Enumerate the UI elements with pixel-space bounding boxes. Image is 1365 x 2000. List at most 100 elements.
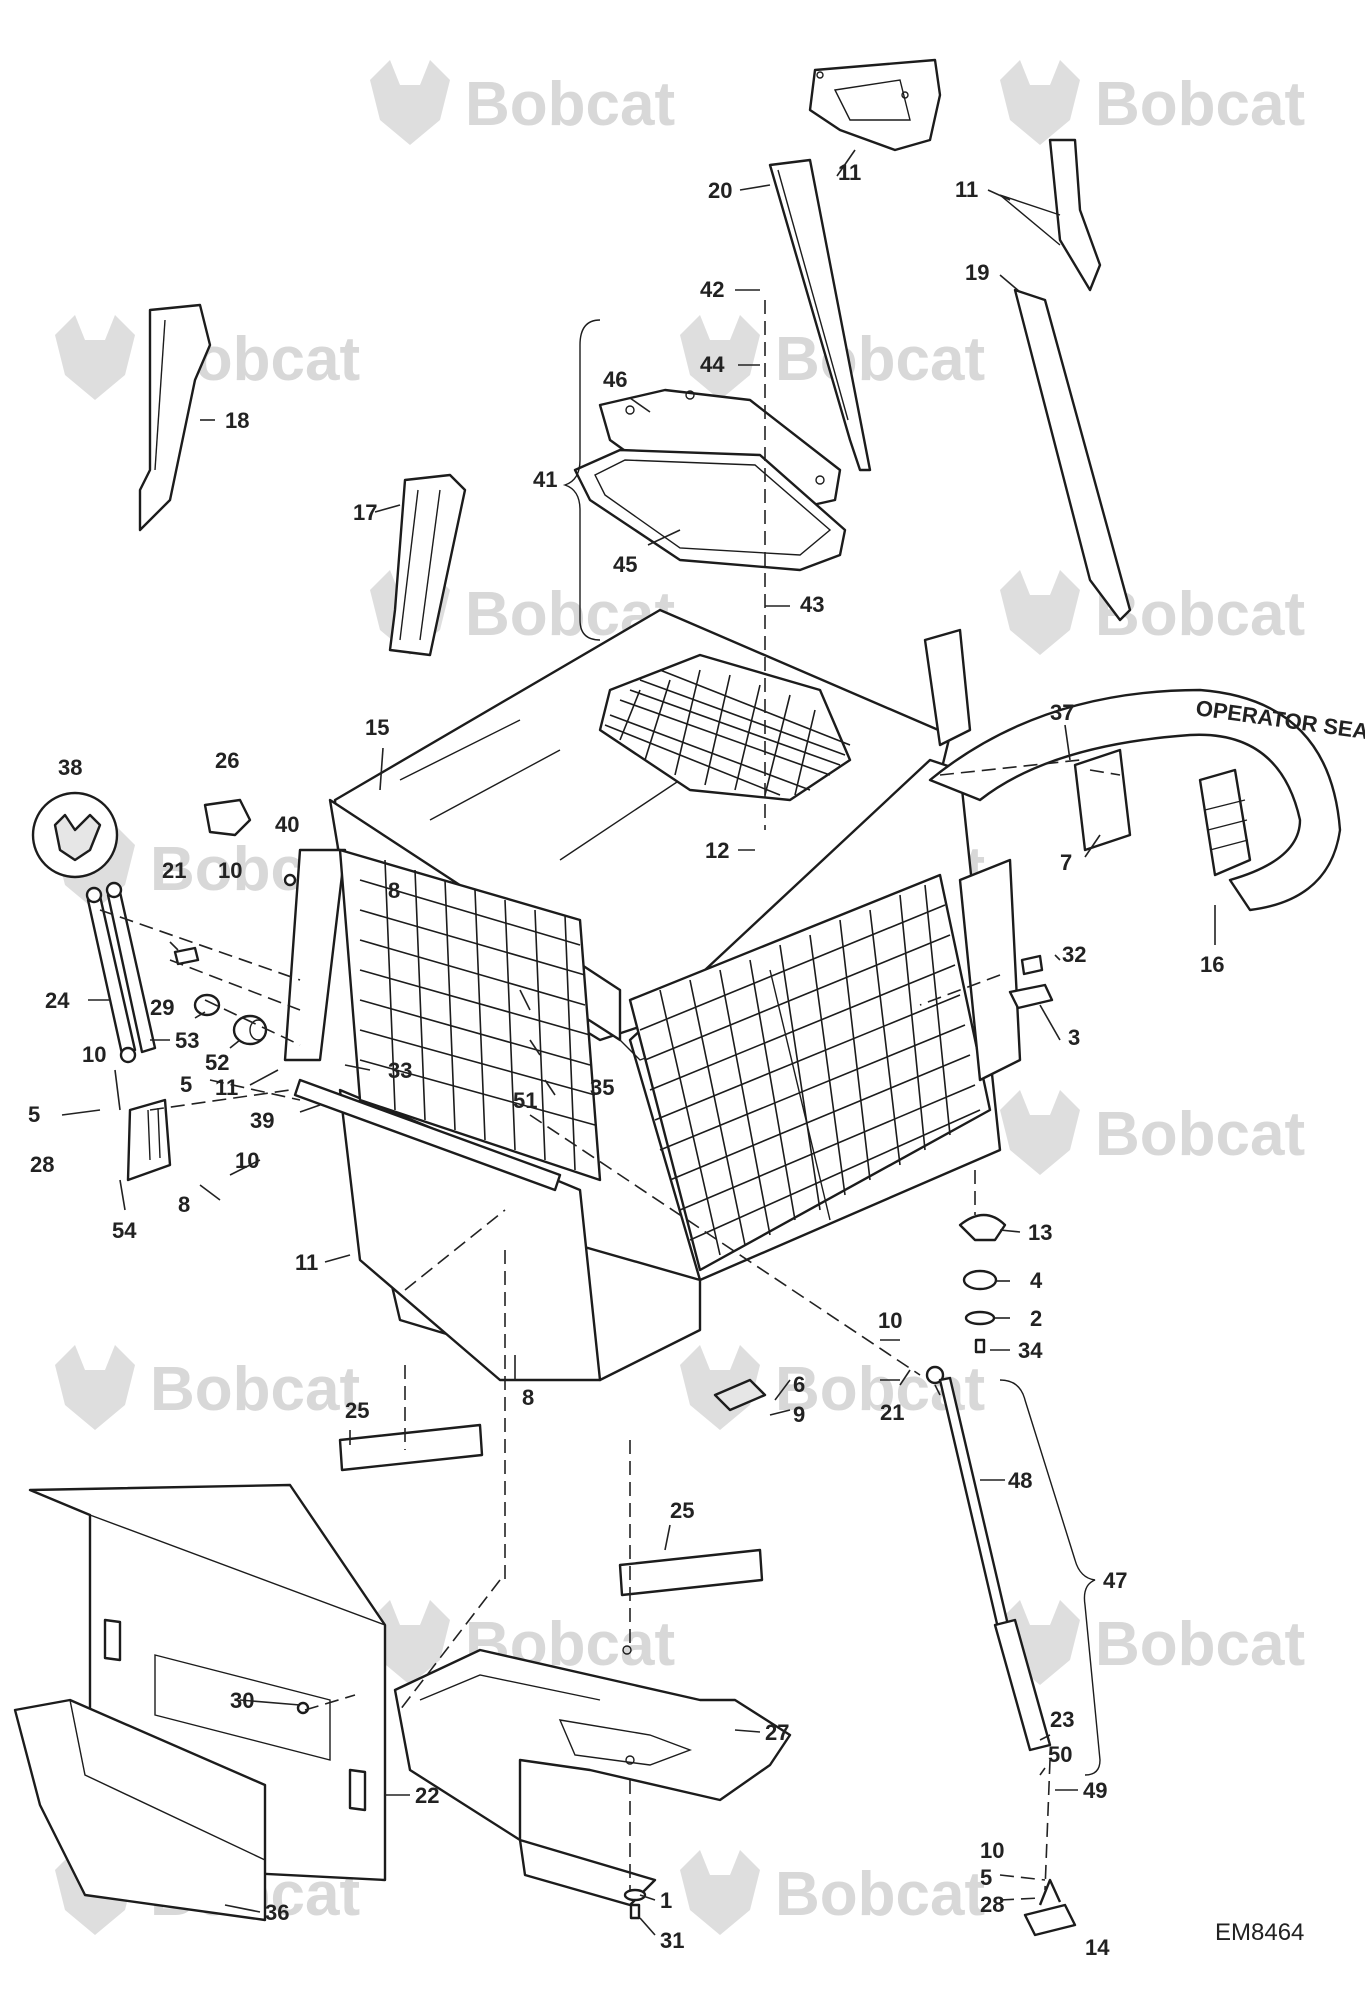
callout-21: 21 bbox=[162, 858, 186, 883]
callout-17: 17 bbox=[353, 500, 377, 525]
callout-47: 47 bbox=[1103, 1568, 1127, 1593]
callout-8: 8 bbox=[388, 878, 400, 903]
callout-11: 11 bbox=[838, 160, 861, 185]
watermark-logo-icon bbox=[680, 1850, 760, 1935]
callout-23: 23 bbox=[1050, 1707, 1074, 1732]
watermark-logo-icon bbox=[55, 1345, 135, 1430]
callout-48: 48 bbox=[1008, 1468, 1032, 1493]
callout-43: 43 bbox=[800, 592, 824, 617]
callout-11: 11 bbox=[955, 177, 978, 202]
decal-6 bbox=[713, 1378, 767, 1412]
watermark-logo-icon bbox=[1000, 570, 1080, 655]
strut-group-bracket bbox=[999, 1379, 1101, 1776]
callout-5: 5 bbox=[28, 1102, 40, 1127]
watermark-text: Bobcat bbox=[1095, 580, 1305, 649]
callout-41: 41 bbox=[533, 467, 557, 492]
callout-10: 10 bbox=[235, 1148, 259, 1173]
hatch-group-bracket bbox=[562, 319, 601, 641]
mount-plate-3 bbox=[1008, 983, 1054, 1010]
callout-22: 22 bbox=[415, 1783, 439, 1808]
callout-51: 51 bbox=[513, 1088, 537, 1113]
watermark-text: Bobcat bbox=[1095, 70, 1305, 139]
gas-strut-53 bbox=[105, 881, 157, 1054]
emblem-38 bbox=[31, 791, 119, 879]
callout-38: 38 bbox=[58, 755, 82, 780]
watermark-logo-icon bbox=[680, 315, 760, 400]
mount-bracket-54 bbox=[126, 1098, 172, 1182]
isolator-stack bbox=[958, 1213, 1007, 1354]
callout-labels: 11 20 11 19 42 44 46 41 45 43 18 17 15 3… bbox=[28, 160, 1304, 1960]
callout-39: 39 bbox=[250, 1108, 274, 1133]
watermark-logo-icon bbox=[1000, 60, 1080, 145]
callout-52: 52 bbox=[205, 1050, 229, 1075]
callout-8: 8 bbox=[178, 1192, 190, 1217]
callout-46: 46 bbox=[603, 367, 627, 392]
callout-50: 50 bbox=[1048, 1742, 1072, 1767]
callout-36: 36 bbox=[265, 1900, 289, 1925]
callout-10: 10 bbox=[218, 858, 242, 883]
callout-44: 44 bbox=[700, 352, 725, 377]
trim-strip-19 bbox=[1013, 288, 1132, 622]
callout-12: 12 bbox=[705, 838, 729, 863]
roof-hatch-seal bbox=[573, 448, 847, 572]
watermark-text: Bobcat bbox=[1095, 1610, 1305, 1679]
leader-lines bbox=[61, 149, 1216, 1936]
trim-bracket-right-upper bbox=[999, 138, 1102, 292]
callout-20: 20 bbox=[708, 178, 732, 203]
watermark-logo-icon bbox=[55, 315, 135, 400]
seat-bar-assembly bbox=[923, 628, 1342, 912]
callout-13: 13 bbox=[1028, 1220, 1052, 1245]
fastener-31 bbox=[623, 1888, 647, 1920]
cab-front-bar bbox=[293, 1078, 562, 1192]
gas-strut-48 bbox=[925, 1365, 1052, 1752]
callout-35: 35 bbox=[590, 1075, 614, 1100]
callout-6: 6 bbox=[793, 1372, 805, 1397]
watermark-text: Bobcat bbox=[150, 1355, 360, 1424]
callout-21: 21 bbox=[880, 1400, 904, 1425]
callout-18: 18 bbox=[225, 408, 249, 433]
callout-1: 1 bbox=[660, 1888, 672, 1913]
watermark-logo-icon bbox=[680, 1345, 760, 1430]
callout-10: 10 bbox=[878, 1308, 902, 1333]
callout-11: 11 bbox=[295, 1250, 318, 1275]
callout-15: 15 bbox=[365, 715, 389, 740]
callout-53: 53 bbox=[175, 1028, 199, 1053]
callout-2: 2 bbox=[1030, 1306, 1042, 1331]
callout-32: 32 bbox=[1062, 942, 1086, 967]
decal-plate-7 bbox=[1073, 748, 1132, 852]
rivet-40 bbox=[283, 873, 297, 887]
callout-26: 26 bbox=[215, 748, 239, 773]
watermark-text: Bobcat bbox=[1095, 1100, 1305, 1169]
callout-11: 11 bbox=[215, 1075, 238, 1100]
foam-pad-25-left bbox=[338, 1423, 484, 1472]
bracket-26 bbox=[203, 798, 252, 837]
callout-49: 49 bbox=[1083, 1778, 1107, 1803]
trim-bracket-upper bbox=[808, 58, 942, 152]
callout-40: 40 bbox=[275, 812, 299, 837]
callout-25: 25 bbox=[670, 1498, 694, 1523]
callout-28: 28 bbox=[30, 1152, 54, 1177]
callout-37: 37 bbox=[1050, 700, 1074, 725]
watermark-text: Bobcat bbox=[775, 325, 985, 394]
callout-27: 27 bbox=[765, 1720, 789, 1745]
floor-plate-27 bbox=[393, 1645, 792, 1907]
watermark-text: Bobcat bbox=[465, 70, 675, 139]
callout-28: 28 bbox=[980, 1892, 1004, 1917]
callout-25: 25 bbox=[345, 1398, 369, 1423]
callout-8: 8 bbox=[522, 1385, 534, 1410]
callout-45: 45 bbox=[613, 552, 637, 577]
callout-42: 42 bbox=[700, 277, 724, 302]
callout-10: 10 bbox=[980, 1838, 1004, 1863]
door-handle bbox=[958, 858, 1022, 1082]
nut-32 bbox=[1020, 954, 1044, 976]
trim-panel-17 bbox=[388, 473, 467, 657]
callout-30: 30 bbox=[230, 1688, 254, 1713]
watermark-text: Bobcat bbox=[775, 1860, 985, 1929]
watermark-logo-icon bbox=[1000, 1090, 1080, 1175]
callout-4: 4 bbox=[1030, 1268, 1043, 1293]
front-window-mesh bbox=[338, 848, 602, 1182]
watermark-logo-icon bbox=[370, 1600, 450, 1685]
trim-strip-20 bbox=[768, 158, 872, 472]
callout-3: 3 bbox=[1068, 1025, 1080, 1050]
